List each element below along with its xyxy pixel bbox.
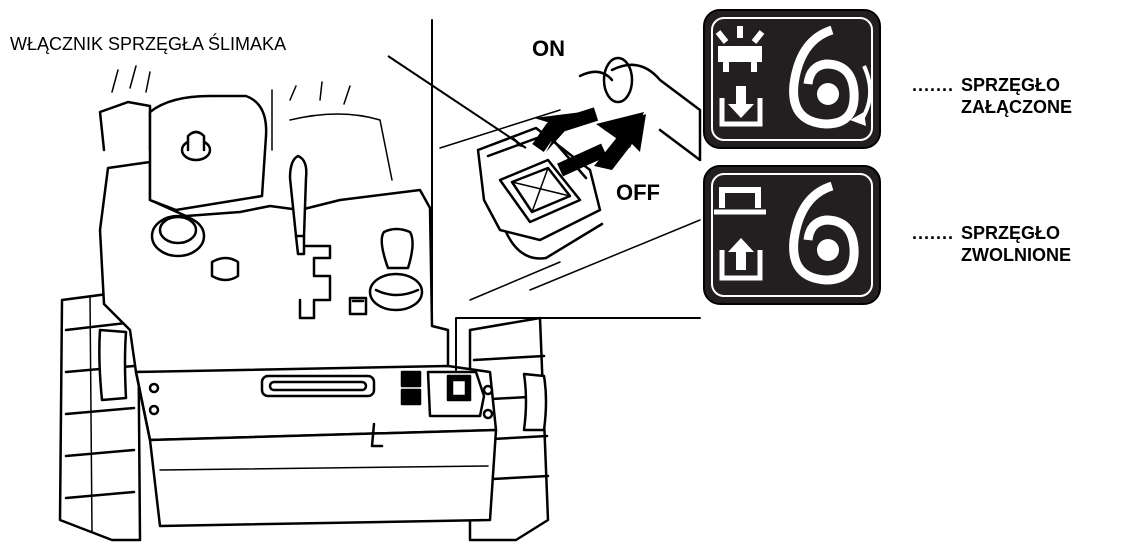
switch-leader-arrowhead bbox=[512, 136, 526, 148]
clutch-engaged-legend: ....... SPRZĘGŁO ZAŁĄCZONE bbox=[912, 74, 1072, 118]
released-leader-dots: ....... bbox=[912, 223, 955, 243]
clutch-engaged-symbol bbox=[703, 9, 881, 149]
on-position-label: ON bbox=[532, 36, 565, 61]
switch-closeup-inset bbox=[431, 19, 702, 327]
clutch-released-symbol bbox=[703, 165, 881, 305]
machine-rear-view-illustration bbox=[58, 65, 701, 542]
engaged-line-1: SPRZĘGŁO bbox=[961, 75, 1061, 95]
released-line-2: ZWOLNIONE bbox=[961, 245, 1072, 265]
engaged-leader-dots: ....... bbox=[912, 75, 955, 95]
off-position-label: OFF bbox=[616, 180, 660, 205]
auger-clutch-switch-label: WŁĄCZNIK SPRZĘGŁA ŚLIMAKA bbox=[10, 34, 287, 54]
switch-leader-line bbox=[387, 55, 527, 149]
engaged-line-2: ZAŁĄCZONE bbox=[961, 97, 1073, 117]
released-line-1: SPRZĘGŁO bbox=[961, 223, 1061, 243]
clutch-released-legend: ....... SPRZĘGŁO ZWOLNIONE bbox=[912, 222, 1071, 266]
